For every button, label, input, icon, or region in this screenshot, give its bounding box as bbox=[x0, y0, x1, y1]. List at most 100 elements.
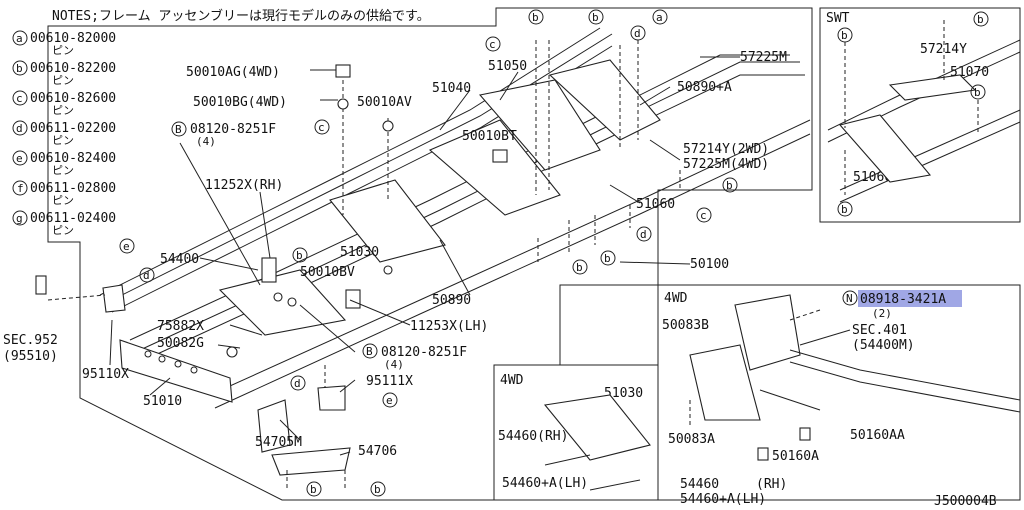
label-54460a-lh-large: 54460+A(LH) bbox=[680, 492, 766, 507]
label-50083b: 50083B bbox=[662, 318, 709, 333]
notes-panel: NOTES;フレーム アッセンブリーは現行モデルのみの供給です。 a 00610… bbox=[12, 8, 430, 237]
label-50010ag: 50010AG(4WD) bbox=[186, 65, 280, 80]
notes-header: NOTES;フレーム アッセンブリーは現行モデルのみの供給です。 bbox=[52, 8, 430, 24]
label-50100: 50100 bbox=[690, 257, 729, 272]
svg-text:b: b bbox=[310, 483, 317, 496]
label-11253x: 11253X(LH) bbox=[410, 319, 488, 334]
svg-text:f: f bbox=[17, 182, 24, 195]
svg-text:c: c bbox=[700, 209, 707, 222]
label-50010bt: 50010BT bbox=[462, 129, 517, 144]
svg-text:g: g bbox=[16, 212, 23, 225]
note-item-e: e 00610-82400 ピン bbox=[12, 150, 116, 177]
svg-text:b: b bbox=[974, 86, 981, 99]
svg-text:ピン: ピン bbox=[52, 194, 74, 207]
diagram-borders bbox=[47, 7, 1021, 501]
inset-4wd-small: 4WD 51030 54460(RH) 54460+A(LH) bbox=[498, 373, 651, 491]
inset-large-title: 4WD bbox=[664, 291, 688, 306]
label-95110x: 95110X bbox=[82, 367, 129, 382]
svg-text:c: c bbox=[16, 92, 23, 105]
svg-text:c: c bbox=[489, 38, 496, 51]
label-50010bg: 50010BG(4WD) bbox=[193, 95, 287, 110]
label-11252x: 11252X(RH) bbox=[205, 178, 283, 193]
note-item-d: d 00611-02200 ピン bbox=[12, 120, 116, 147]
key-b-circle bbox=[171, 121, 187, 137]
svg-text:e: e bbox=[386, 394, 393, 407]
label-50160aa: 50160AA bbox=[850, 428, 905, 443]
svg-text:b: b bbox=[576, 261, 583, 274]
label-sec401: SEC.401 bbox=[852, 323, 907, 338]
inset-4wd-large: 4WD N 08918-3421A (2) SEC.401 (54400M) 5… bbox=[662, 290, 1021, 507]
label-51030: 51030 bbox=[340, 245, 379, 260]
label-57225m-4wd: 57225M(4WD) bbox=[683, 157, 769, 172]
label-54460-rh-suffix: (RH) bbox=[756, 477, 787, 492]
label-small-51030: 51030 bbox=[604, 386, 643, 401]
label-51060: 51060 bbox=[636, 197, 675, 212]
svg-text:ピン: ピン bbox=[52, 134, 74, 147]
svg-text:(4): (4) bbox=[384, 358, 404, 371]
note-item-a: a 00610-82000 ピン bbox=[12, 30, 116, 57]
label-57214y-2wd: 57214Y(2WD) bbox=[683, 142, 769, 157]
svg-text:b: b bbox=[604, 252, 611, 265]
label-08120-a: 08120-8251F bbox=[190, 122, 276, 137]
svg-text:B: B bbox=[366, 345, 373, 358]
label-54705m: 54705M bbox=[255, 435, 302, 450]
fasteners bbox=[35, 64, 508, 358]
svg-text:b: b bbox=[374, 483, 381, 496]
note-code: 00610-82200 bbox=[30, 61, 116, 76]
label-51040: 51040 bbox=[432, 81, 471, 96]
svg-text:b: b bbox=[841, 29, 848, 42]
label-50890a: 50890+A bbox=[677, 80, 732, 95]
svg-text:b: b bbox=[296, 249, 303, 262]
label-50010bv: 50010BV bbox=[300, 265, 355, 280]
svg-text:a: a bbox=[16, 32, 23, 45]
label-95111x: 95111X bbox=[366, 374, 413, 389]
svg-text:ピン: ピン bbox=[52, 224, 74, 237]
svg-text:c: c bbox=[318, 121, 325, 134]
svg-text:ピン: ピン bbox=[52, 74, 74, 87]
inset-small-title: 4WD bbox=[500, 373, 524, 388]
note-item-f: f 00611-02800 ピン bbox=[12, 180, 116, 207]
diagram-id: J500004B bbox=[934, 494, 997, 509]
label-08120-b: 08120-8251F bbox=[381, 345, 467, 360]
label-sec952-sub: (95510) bbox=[3, 349, 58, 364]
label-75882x: 75882X bbox=[157, 319, 204, 334]
note-code: 00610-82400 bbox=[30, 151, 116, 166]
label-50890: 50890 bbox=[432, 293, 471, 308]
svg-text:b: b bbox=[977, 13, 984, 26]
label-54706: 54706 bbox=[358, 444, 397, 459]
svg-text:d: d bbox=[143, 269, 150, 282]
svg-text:b: b bbox=[532, 11, 539, 24]
svg-text:ピン: ピン bbox=[52, 164, 74, 177]
svg-text:d: d bbox=[294, 377, 301, 390]
label-50160a: 50160A bbox=[772, 449, 819, 464]
svg-text:d: d bbox=[16, 122, 23, 135]
label-54460: 54460 bbox=[680, 477, 719, 492]
svg-text:b: b bbox=[841, 203, 848, 216]
note-code: 00610-82600 bbox=[30, 91, 116, 106]
note-item-b: b 00610-82200 ピン bbox=[12, 60, 116, 87]
note-item-g: g 00611-02400 ピン bbox=[12, 210, 116, 237]
svg-text:e: e bbox=[123, 240, 130, 253]
label-50010av: 50010AV bbox=[357, 95, 412, 110]
svg-text:ピン: ピン bbox=[52, 104, 74, 117]
swt-inset: SWT 57214Y 51070 51060 b b b b bbox=[826, 11, 1021, 217]
svg-text:ピン: ピン bbox=[52, 44, 74, 57]
note-code: 00611-02400 bbox=[30, 211, 116, 226]
highlight-selected-part bbox=[858, 290, 962, 307]
svg-text:d: d bbox=[640, 228, 647, 241]
svg-text:b: b bbox=[16, 62, 23, 75]
label-57225m: 57225M bbox=[740, 50, 787, 65]
svg-text:B: B bbox=[175, 123, 182, 136]
leader-lines bbox=[47, 40, 740, 488]
note-item-c: c 00610-82600 ピン bbox=[12, 90, 116, 117]
label-54400: 54400 bbox=[160, 252, 199, 267]
svg-text:a: a bbox=[656, 11, 663, 24]
svg-text:N: N bbox=[846, 292, 853, 305]
label-sec401-sub: (54400M) bbox=[852, 338, 915, 353]
svg-text:b: b bbox=[726, 179, 733, 192]
svg-text:(4): (4) bbox=[196, 135, 216, 148]
note-code: 00611-02800 bbox=[30, 181, 116, 196]
label-54460a-lh: 54460+A(LH) bbox=[502, 476, 588, 491]
swt-title: SWT bbox=[826, 11, 850, 26]
